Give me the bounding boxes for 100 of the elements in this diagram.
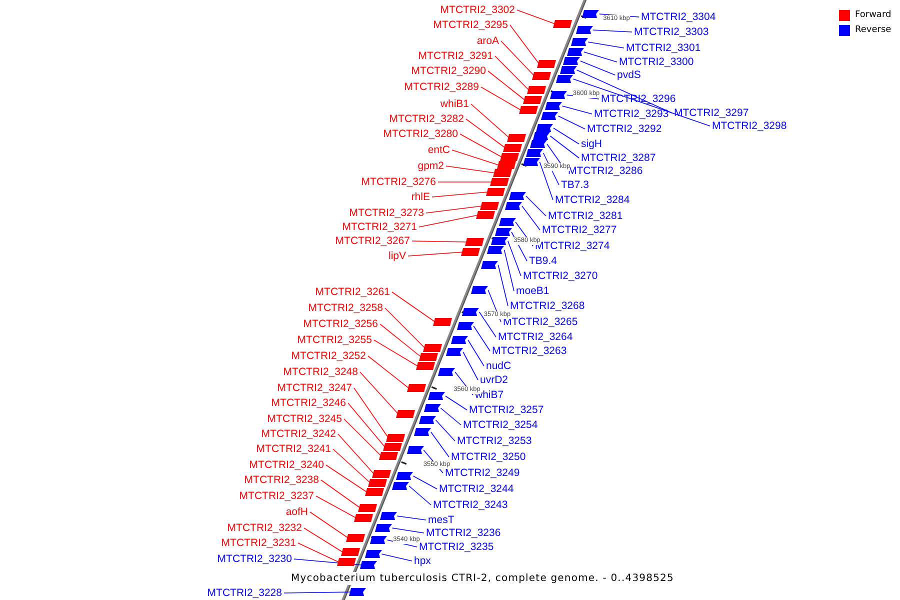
- gene-label: MTCTRI2_3242: [261, 428, 336, 440]
- leader-line: [516, 10, 556, 24]
- leader-line: [294, 558, 362, 566]
- gene-block: [369, 536, 390, 544]
- gene-block: [537, 60, 558, 68]
- leader-line: [466, 118, 506, 148]
- gene-block: [391, 482, 412, 490]
- gene-label: MTCTRI2_3293: [594, 108, 669, 120]
- gene-label: MTCTRI2_3297: [674, 107, 749, 119]
- leader-line: [562, 106, 592, 114]
- leader-line: [304, 528, 343, 552]
- gene-label: MTCTRI2_3287: [581, 152, 656, 164]
- gene-block: [480, 202, 500, 210]
- gene-block: [412, 428, 433, 436]
- leader-line: [446, 166, 496, 174]
- leader-line: [510, 24, 540, 64]
- gene-block: [548, 91, 569, 99]
- leader-line: [412, 240, 468, 242]
- gene-label: MTCTRI2_3238: [244, 474, 319, 486]
- leader-line: [572, 78, 710, 126]
- gene-label: MTCTRI2_3281: [548, 210, 623, 222]
- gene-block: [500, 153, 520, 161]
- gene-block: [522, 96, 543, 104]
- leader-line: [470, 104, 510, 138]
- gene-block: [406, 446, 426, 454]
- gene-block: [372, 470, 392, 478]
- gene-block: [382, 443, 403, 451]
- gene-block: [526, 86, 547, 94]
- gene-label: MTCTRI2_3302: [440, 4, 515, 16]
- gene-block: [368, 479, 388, 487]
- gene-block: [493, 169, 514, 177]
- gene-label: MTCTRI2_3276: [361, 176, 436, 188]
- gene-block: [406, 384, 427, 392]
- gene-label: MTCTRI2_3267: [335, 235, 410, 247]
- leader-line: [432, 192, 488, 198]
- gene-label: MTCTRI2_3264: [498, 331, 573, 343]
- gene-label: MTCTRI2_3246: [271, 397, 346, 409]
- gene-block: [470, 286, 490, 294]
- gene-block: [566, 48, 586, 56]
- leader-line: [494, 56, 530, 90]
- gene-block: [490, 237, 510, 245]
- gene-label: MTCTRI2_3258: [308, 302, 383, 314]
- gene-block: [525, 149, 546, 157]
- gene-label: MTCTRI2_3280: [383, 128, 458, 140]
- gene-label: MTCTRI2_3237: [239, 490, 314, 502]
- leader-line: [320, 480, 361, 508]
- gene-label: uvrD2: [480, 374, 508, 386]
- leader-line: [316, 496, 357, 518]
- gene-block: [507, 134, 528, 142]
- gene-block: [518, 106, 539, 114]
- gene-label: MTCTRI2_3284: [555, 194, 630, 206]
- gene-label: MTCTRI2_3261: [315, 286, 390, 298]
- leader-line: [460, 134, 502, 158]
- leader-line: [500, 40, 535, 76]
- leader-line: [580, 60, 616, 76]
- caption: Mycobacterium tuberculosis CTRI-2, complete genome. - 0..4398525: [291, 572, 674, 585]
- gene-label: MTCTRI2_3265: [503, 316, 578, 328]
- gene-label: moeB1: [516, 285, 550, 297]
- gene-label: MTCTRI2_3291: [418, 50, 493, 62]
- leader-line: [392, 528, 424, 534]
- gene-label: MTCTRI2_3304: [641, 11, 716, 23]
- leader-line: [468, 340, 484, 366]
- leader-line: [445, 396, 468, 410]
- leader-line: [488, 70, 526, 100]
- gene-label: MTCTRI2_3230: [217, 553, 292, 565]
- leader-line: [396, 516, 426, 520]
- gene-block: [544, 102, 564, 110]
- gene-label: MTCTRI2_3254: [463, 419, 538, 431]
- leader-line: [348, 402, 386, 448]
- gene-block: [422, 344, 443, 352]
- gene-label: MTCTRI2_3292: [587, 123, 662, 135]
- gene-block: [486, 188, 506, 196]
- gene-label: MTCTRI2_3301: [626, 42, 701, 54]
- gene-label: MTCTRI2_3249: [445, 467, 520, 479]
- leader-line: [408, 486, 432, 506]
- gene-label: MTCTRI2_3250: [451, 451, 526, 463]
- leader-line: [354, 388, 389, 438]
- gene-label: mesT: [428, 514, 454, 526]
- gene-block: [496, 161, 516, 169]
- gene-label: MTCTRI2_3244: [439, 483, 514, 495]
- gene-label: MTCTRI2_3241: [256, 443, 331, 455]
- gene-label: MTCTRI2_3303: [634, 26, 709, 38]
- legend-label: Reverse: [855, 24, 892, 36]
- gene-label: MTCTRI2_3268: [510, 300, 585, 312]
- leader-line: [284, 592, 351, 594]
- gene-label: MTCTRI2_3289: [404, 81, 479, 93]
- gene-block: [396, 410, 416, 418]
- leader-line: [553, 128, 580, 144]
- gene-block: [395, 472, 416, 480]
- leader-line: [298, 542, 339, 562]
- gene-block: [445, 348, 466, 356]
- gene-label: entC: [428, 144, 450, 156]
- leader-line: [462, 352, 478, 380]
- gene-block: [504, 202, 524, 210]
- leader-line: [368, 356, 409, 388]
- leader-line: [374, 340, 418, 366]
- leader-line: [592, 30, 632, 32]
- gene-block: [416, 362, 436, 370]
- gene-label: pvdS: [617, 69, 641, 81]
- leader-line: [558, 116, 586, 130]
